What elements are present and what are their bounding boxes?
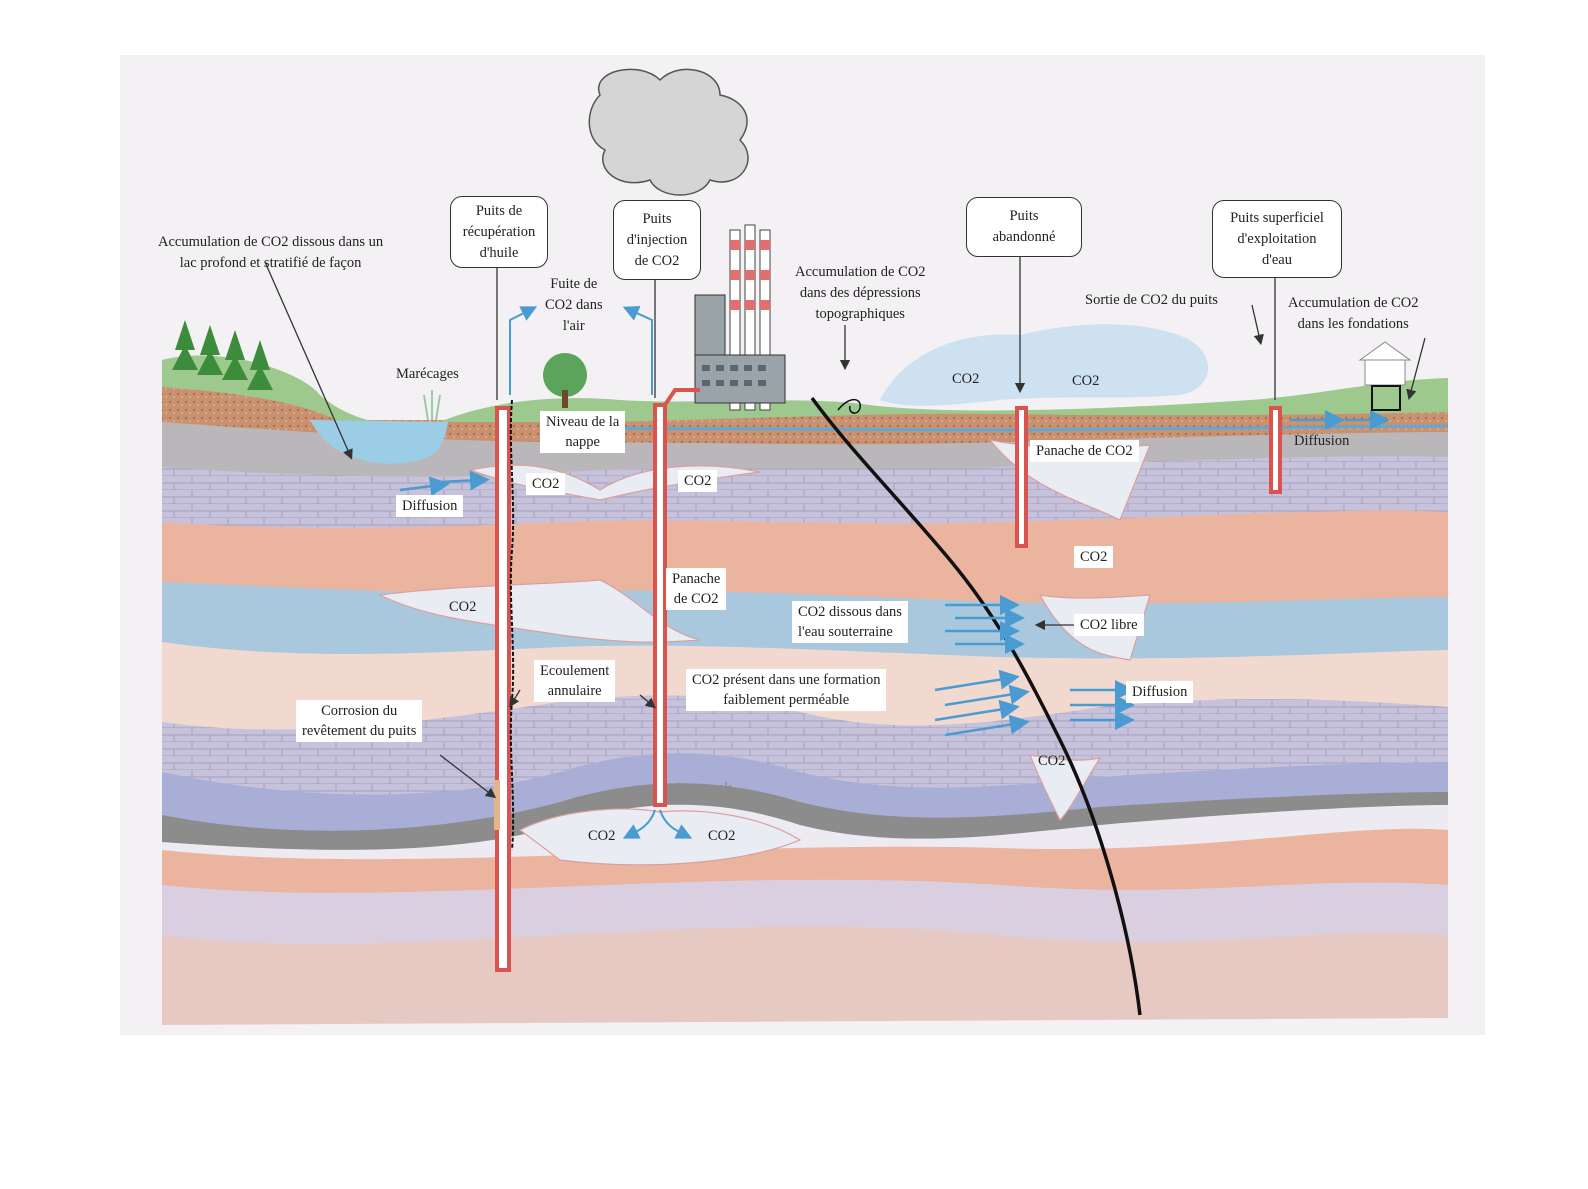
power-plant [588,68,786,411]
co2-tag-aquifer: CO2 [449,599,477,615]
plume-shallow-label: Panache de CO2 [1030,440,1139,462]
casing-corrosion-mark [494,780,500,830]
foundation-accumulation-label: Accumulation de CO2 dans les fondations [1288,295,1419,332]
leak-arrows [509,306,693,839]
air-leak-label: Fuite de CO2 dans l'air [545,276,603,334]
diffusion-right-top-label: Diffusion [1294,433,1350,449]
stratum-caprock [162,781,1448,850]
diffusion-right-mid-label: Diffusion [1126,681,1194,703]
co2-tag-shallow-right: CO2 [678,470,718,492]
recovery-well-pipe [495,406,511,972]
co2-tag-shallow-left: CO2 [526,473,566,495]
co2-tag-surface-left: CO2 [952,371,980,387]
surface-co2-cloud [880,324,1209,406]
fault-swirl-icon [837,398,861,414]
co2-tag-surface-right: CO2 [1072,373,1100,389]
diffusion-left-label: Diffusion [396,495,464,517]
stratum-blue-lower [162,751,1448,831]
ground-surface [162,355,1448,426]
weakly-permeable-label: CO2 présent dans une formation faiblemen… [686,669,887,711]
swamps-label: Marécages [396,366,459,382]
stratum-deep-salmon [162,826,1448,893]
casing-corrosion-label: Corrosion du revêtement du puits [296,700,423,742]
water-well-pipe [1269,406,1282,494]
smoke-cloud [588,68,749,196]
co2-tag-reservoir-right: CO2 [708,828,736,844]
trees [172,320,587,408]
depression-accumulation-label: Accumulation de CO2 dans des dépressions… [795,264,926,322]
wells [494,399,1282,972]
annular-flow-line [509,399,515,851]
well-exit-label: Sortie de CO2 du puits [1085,292,1218,308]
co2-tag-abandoned: CO2 [1074,546,1114,568]
water-well-box: Puits superficiel d'exploitation d'eau [1212,200,1342,278]
stratum-sandstone-upper [162,508,1448,604]
dissolved-groundwater-label: CO2 dissous dans l'eau souterraine [792,601,908,643]
stratum-reservoir [162,797,1448,860]
cap-rock-label: Cap rock [672,780,733,797]
annular-flow-label: Ecoulement annulaire [534,660,616,702]
stratum-deep-lilac [162,874,1448,944]
water-table-label: Niveau de la nappe [540,411,626,453]
co2-tag-lower-fault: CO2 [1038,753,1066,769]
marsh-plant [423,390,441,421]
fault-line [810,396,1142,1016]
leader-lines [264,255,1426,799]
abandoned-well-box: Puits abandonné [966,197,1082,257]
co2-tag-reservoir-left: CO2 [588,828,616,844]
stratum-bottom-sandstone [162,921,1448,1025]
house-icon [1358,341,1412,411]
recovery-well-box: Puits de récupération d'huile [450,196,548,268]
injection-well-pipe [653,403,667,807]
plume-reservoir [518,808,802,866]
diffusion-arrows [399,410,1390,737]
injection-well-box: Puits d'injection de CO2 [613,200,701,280]
lake-accumulation-label: Accumulation de CO2 dissous dans un lac … [158,234,384,271]
abandoned-well-pipe [1015,406,1028,548]
plume-injection-label: Panache de CO2 [666,568,727,610]
free-co2-label: CO2 libre [1074,614,1144,636]
